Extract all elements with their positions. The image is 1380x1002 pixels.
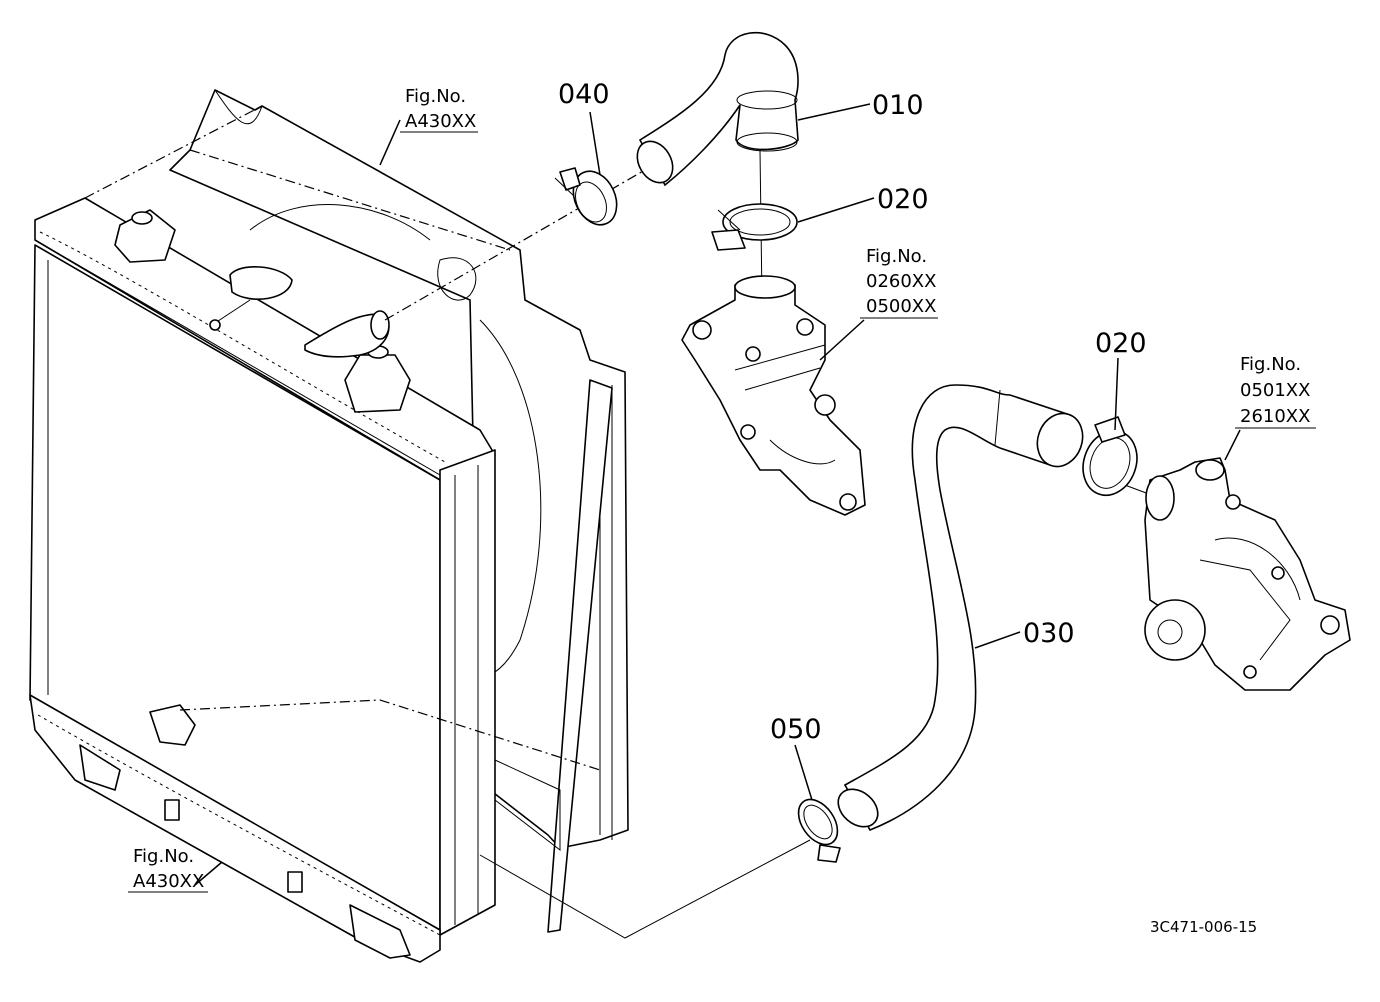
hose-clamp-040 xyxy=(554,167,618,226)
figref-prefix: Fig.No. xyxy=(133,846,194,867)
callout-030: 030 xyxy=(1023,618,1075,649)
figref-code: A430XX xyxy=(133,871,204,892)
callout-020-lower: 020 xyxy=(1095,328,1147,359)
callout-leaders xyxy=(194,103,1241,886)
callout-040: 040 xyxy=(558,79,610,110)
water-pump xyxy=(1144,457,1351,691)
figref-code: 0260XX xyxy=(866,271,936,292)
figref-code: 0501XX xyxy=(1240,380,1310,401)
figref-prefix: Fig.No. xyxy=(866,246,927,267)
upper-hose-010 xyxy=(636,31,799,187)
fan-shroud xyxy=(169,89,629,933)
callout-020-upper: 020 xyxy=(877,184,929,215)
figref-prefix: Fig.No. xyxy=(405,86,466,107)
figref-radiator-top: Fig.No. A430XX xyxy=(400,86,478,133)
hose-clamp-020-lower xyxy=(1082,416,1138,497)
figref-code: 2610XX xyxy=(1240,406,1310,427)
center-lines xyxy=(84,105,1166,939)
lower-hose-030 xyxy=(837,384,1084,832)
drawing-code: 3C471-006-15 xyxy=(1150,918,1257,936)
figref-code: 0500XX xyxy=(866,296,936,317)
callout-050: 050 xyxy=(770,714,822,745)
figref-radiator-bottom: Fig.No. A430XX xyxy=(128,846,208,893)
hose-clamp-050 xyxy=(797,798,841,863)
callout-labels: 040 010 020 020 030 050 xyxy=(558,79,1147,745)
radiator xyxy=(29,197,496,963)
thermostat-housing xyxy=(681,275,866,516)
figref-code: A430XX xyxy=(405,111,476,132)
figref-water-pump: Fig.No. 0501XX 2610XX xyxy=(1235,354,1316,429)
hose-clamp-020-upper xyxy=(711,203,798,251)
figref-prefix: Fig.No. xyxy=(1240,354,1301,375)
callout-010: 010 xyxy=(872,90,924,121)
figref-thermostat: Fig.No. 0260XX 0500XX xyxy=(860,246,938,319)
